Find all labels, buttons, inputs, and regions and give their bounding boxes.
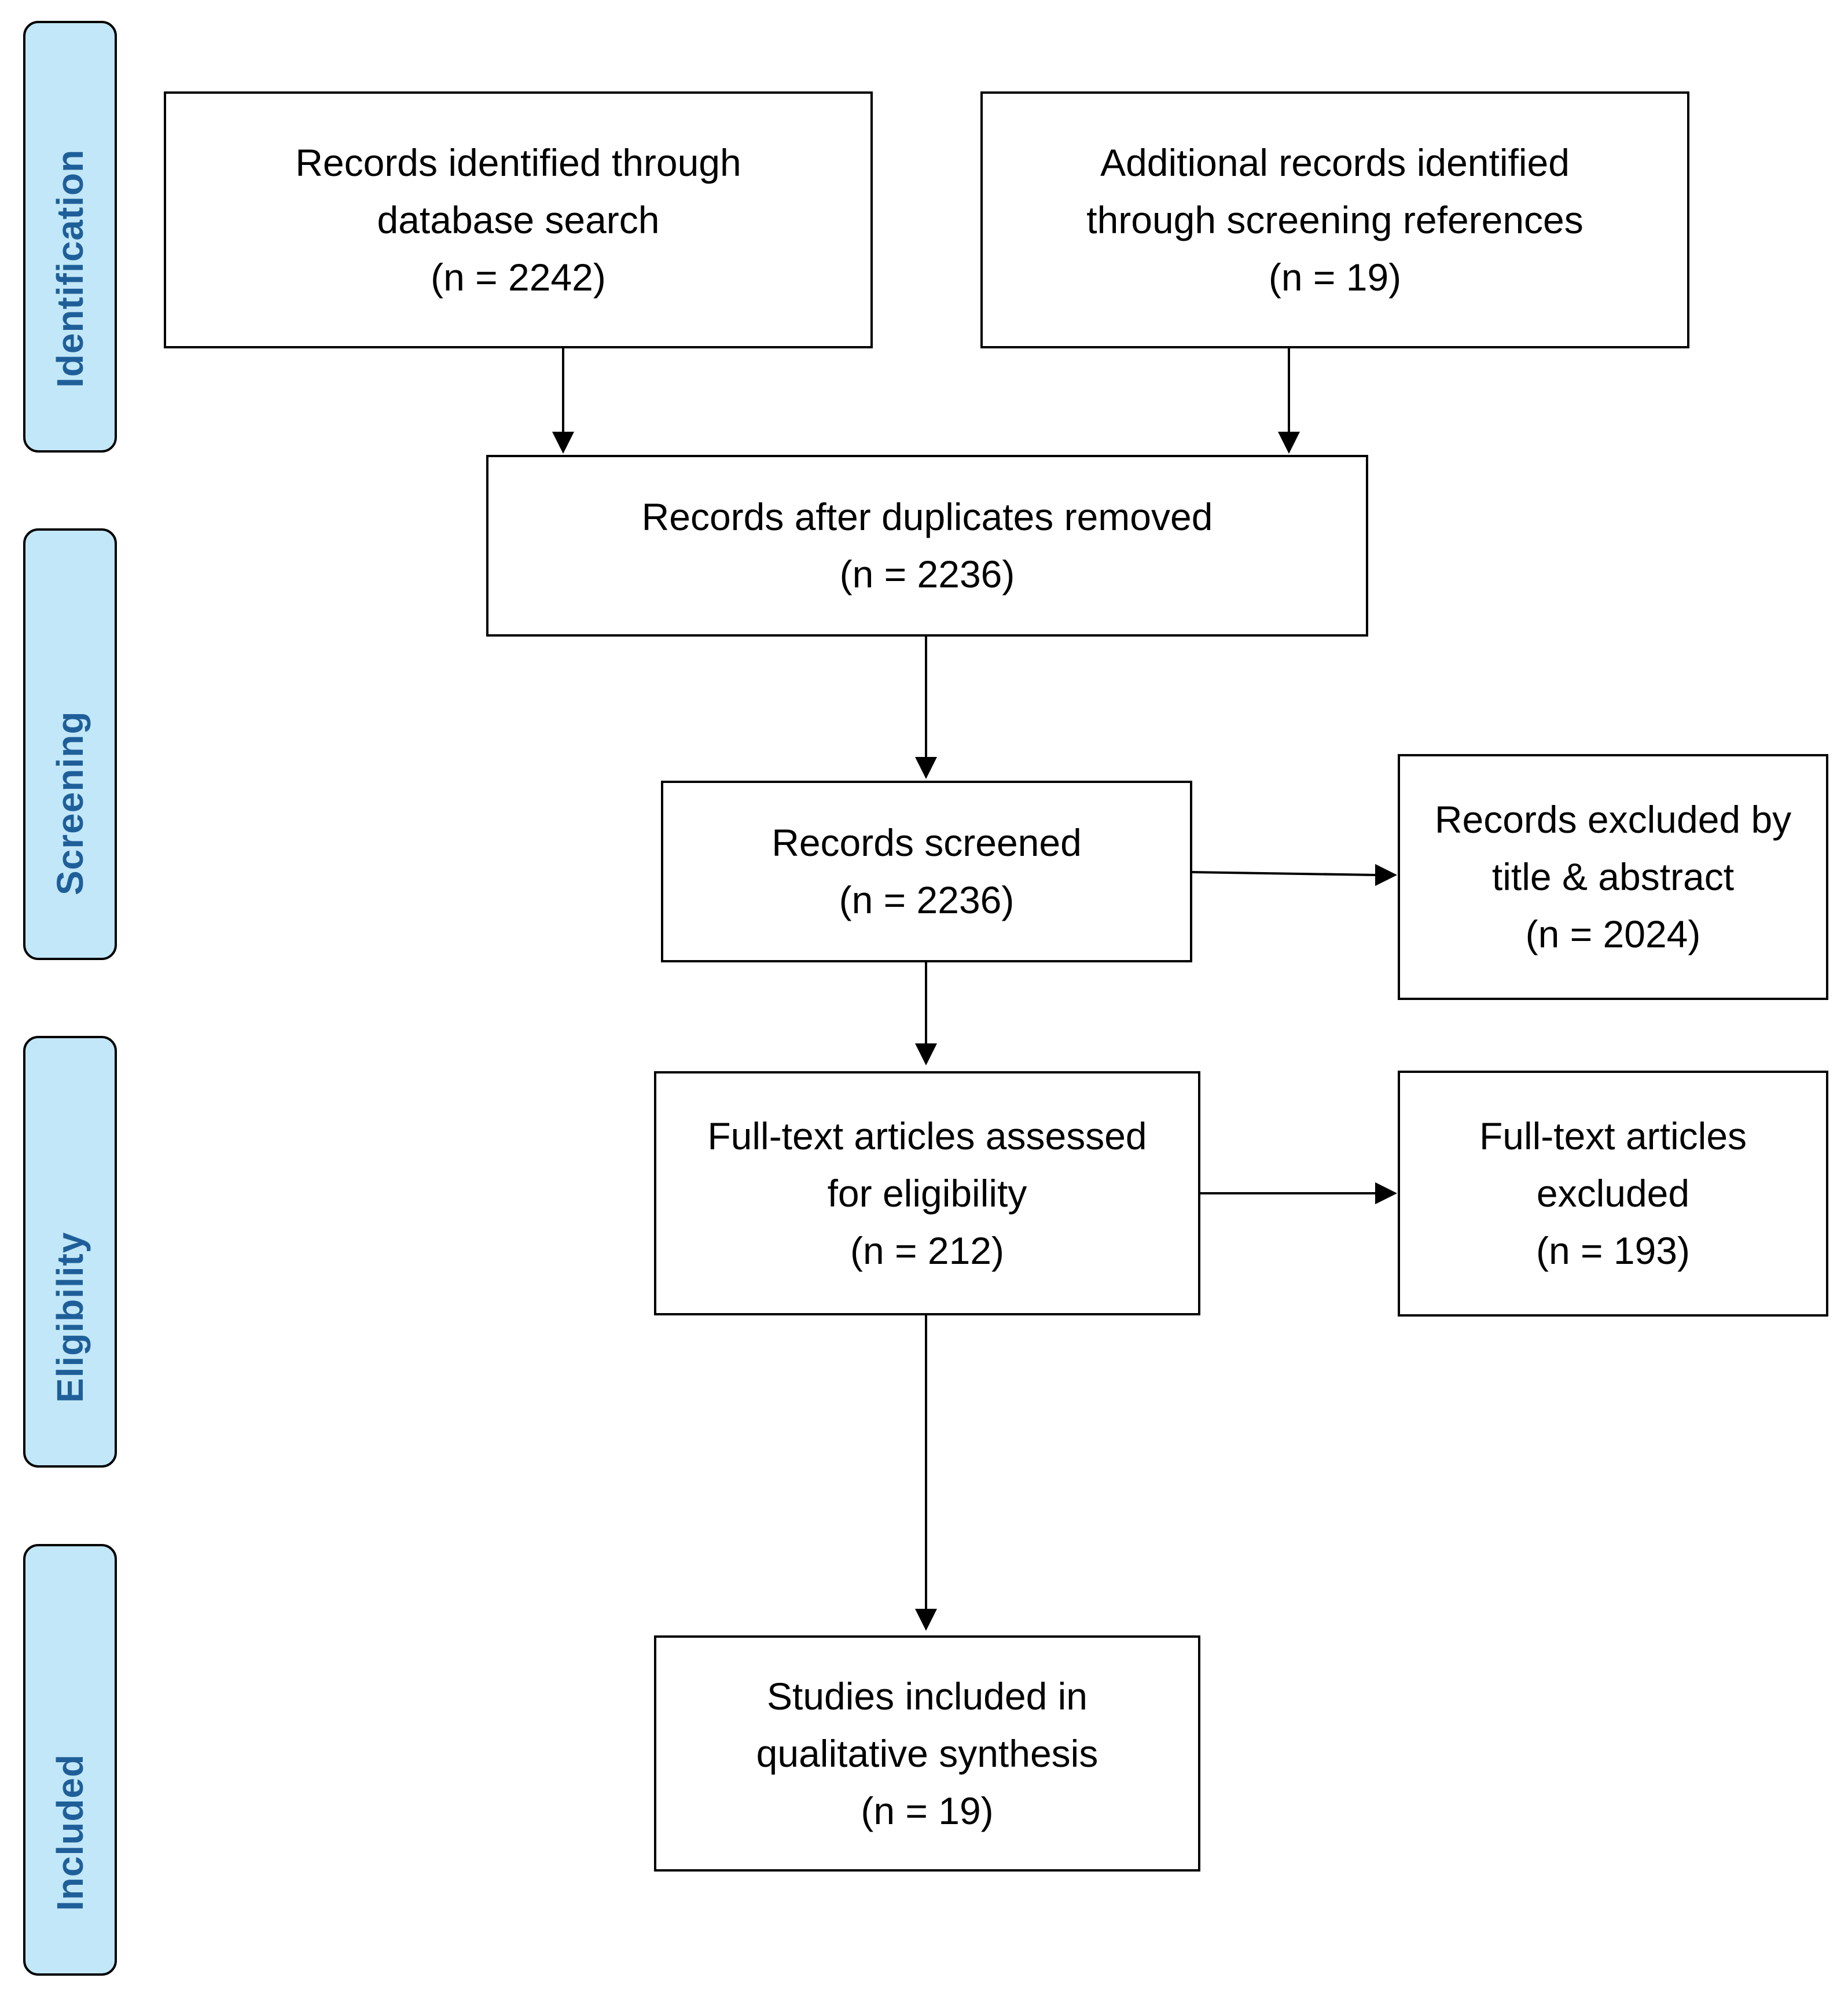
stage-screening: Screening (23, 528, 117, 960)
fulltext-excluded-line1: Full-text articles (1479, 1115, 1747, 1157)
excluded-title-abstract-line2: title & abstract (1491, 855, 1735, 898)
fulltext-assessed-count: (n = 212) (850, 1229, 1004, 1272)
stage-eligibility: Eligibility (23, 1036, 117, 1468)
box-fulltext-excluded: Full-text articles excluded (n = 193) (1398, 1071, 1828, 1317)
records-screened-line1: Records screened (771, 821, 1082, 864)
duplicates-removed-count: (n = 2236) (839, 553, 1015, 595)
arrowhead-fulltext (915, 1043, 937, 1065)
box-records-screened: Records screened (n = 2236) (661, 781, 1192, 962)
arrow-screened-to-excluded (1191, 871, 1377, 876)
duplicates-removed-line1: Records after duplicates removed (641, 495, 1213, 538)
fulltext-assessed-line1: Full-text articles assessed (707, 1114, 1147, 1157)
box-additional-records: Additional records identified through sc… (980, 91, 1689, 348)
box-database-search: Records identified through database sear… (164, 91, 873, 348)
arrowhead-duplicates-right (1278, 432, 1300, 454)
studies-included-count: (n = 19) (861, 1789, 994, 1832)
fulltext-assessed-line2: for eligibility (827, 1171, 1027, 1215)
database-search-line1: Records identified through (295, 141, 741, 184)
excluded-title-abstract-line1: Records excluded by (1434, 798, 1792, 841)
additional-records-line2: through screening references (1086, 198, 1584, 241)
arrowhead-screened (915, 757, 937, 779)
records-screened-count: (n = 2236) (839, 878, 1015, 921)
excluded-title-abstract-count: (n = 2024) (1525, 913, 1701, 955)
arrowhead-excluded-title (1375, 864, 1397, 886)
box-fulltext-assessed: Full-text articles assessed for eligibil… (654, 1071, 1200, 1315)
additional-records-line1: Additional records identified (1100, 141, 1570, 184)
studies-included-line1: Studies included in (766, 1674, 1088, 1718)
box-studies-included: Studies included in qualitative synthesi… (654, 1635, 1200, 1872)
stage-identification: Identification (23, 21, 117, 453)
stage-included: Included (23, 1544, 117, 1976)
additional-records-count: (n = 19) (1268, 255, 1402, 299)
fulltext-excluded-count: (n = 193) (1535, 1229, 1690, 1272)
database-search-count: (n = 2242) (431, 255, 606, 299)
box-excluded-title-abstract: Records excluded by title & abstract (n … (1398, 754, 1828, 1000)
box-duplicates-removed: Records after duplicates removed (n = 22… (486, 455, 1368, 637)
fulltext-excluded-line2: excluded (1536, 1172, 1690, 1215)
arrowhead-duplicates-left (552, 432, 574, 454)
studies-included-line2: qualitative synthesis (756, 1731, 1098, 1775)
arrowhead-fulltext-excluded (1375, 1182, 1397, 1204)
database-search-line2: database search (377, 198, 660, 241)
arrowhead-included (915, 1609, 937, 1631)
